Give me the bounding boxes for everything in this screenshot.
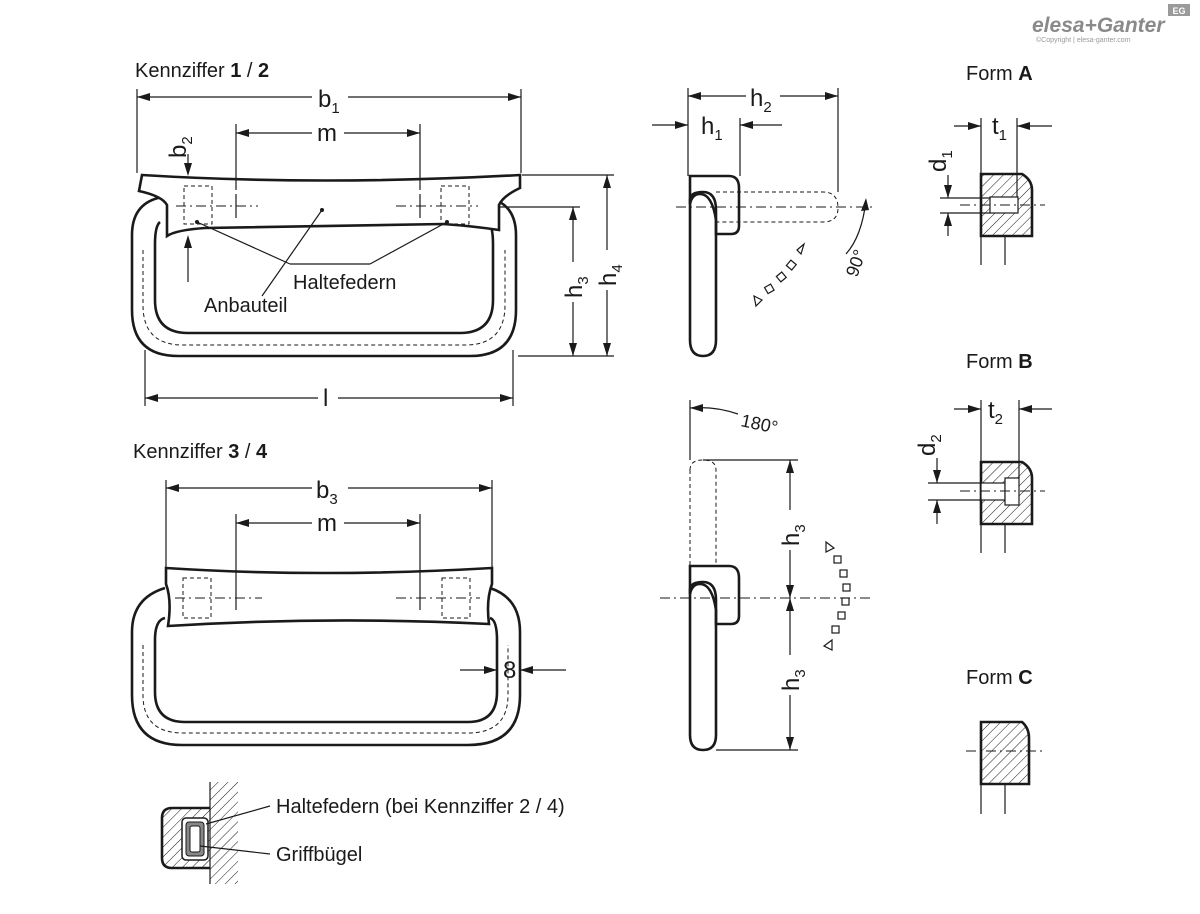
handle-center-line-2 (142, 645, 509, 734)
side-bail-2 (688, 580, 718, 752)
view-kennziffer-3-4: Kennziffer 3 / 4 b3 m 8 (130, 441, 566, 747)
title-kennziffer-3-4: Kennziffer 3 / 4 (133, 441, 268, 463)
handle-center-line (142, 250, 506, 346)
dim-l: l (323, 385, 328, 412)
form-c: Form C (966, 667, 1045, 814)
dim-b3: b3 (316, 477, 338, 508)
form-a: Form A t1 d1 (925, 63, 1052, 265)
form-c-title: Form C (966, 667, 1033, 689)
form-c-section (979, 720, 1031, 786)
side-view-180: 180° h3 h3 (660, 400, 872, 752)
dim-h2: h2 (750, 85, 772, 116)
spring-pocket-right (440, 185, 470, 225)
dim-h3-top: h3 (561, 276, 592, 298)
brand-name: elesa+Ganter (1032, 14, 1166, 37)
side-view-90: h2 h1 90° (652, 84, 872, 358)
label-griffbuegel: Griffbügel (276, 844, 362, 866)
dim-8: 8 (503, 657, 516, 684)
handle-bail-inner-2 (153, 616, 499, 724)
side-bail (688, 190, 718, 358)
dim-t2: t2 (988, 397, 1003, 428)
label-haltefedern: Haltefedern (293, 272, 396, 294)
brand-copyright: ©Copyright | elesa-ganter.com (1036, 36, 1131, 44)
angle-90: 90° (842, 247, 870, 279)
spring-pocket-left (183, 185, 213, 225)
angle-180: 180° (739, 410, 780, 437)
brand-badge-bg (1168, 4, 1190, 16)
label-haltefedern-note: Haltefedern (bei Kennziffer 2 / 4) (276, 796, 565, 818)
side-bail-up (689, 459, 717, 580)
view-kennziffer-1-2: Kennziffer 1 / 2 b1 m b (130, 60, 626, 412)
dim-t1: t1 (992, 113, 1007, 144)
dim-b2: b2 (165, 136, 196, 158)
dim-h3-side-lower: h3 (778, 669, 809, 691)
dim-h3-side-upper: h3 (778, 524, 809, 546)
wall-hatch (210, 782, 238, 884)
handle-bail-outer (130, 194, 518, 358)
label-anbauteil: Anbauteil (204, 295, 287, 317)
dim-h4: h4 (595, 264, 626, 286)
brand-logo: elesa+Ganter EG ©Copyright | elesa-gante… (1032, 4, 1190, 44)
handle-bail-inner (153, 220, 495, 335)
handle-bail-outer-2 (130, 586, 522, 747)
form-b-title: Form B (966, 351, 1033, 373)
dim-d2: d2 (914, 434, 945, 456)
handle-base (137, 173, 522, 239)
detail-section: Haltefedern (bei Kennziffer 2 / 4) Griff… (160, 782, 565, 884)
brand-badge: EG (1172, 6, 1185, 16)
dim-m-2: m (317, 510, 337, 537)
rotation-arrows-180 (822, 540, 851, 651)
form-b: Form B t2 d2 (914, 351, 1052, 553)
title-kennziffer-1-2: Kennziffer 1 / 2 (135, 60, 269, 82)
side-bail-rotated (716, 191, 839, 223)
handle-base-2 (164, 566, 494, 628)
dim-m: m (317, 120, 337, 147)
rotation-arrows-90 (753, 242, 806, 308)
dim-h1: h1 (701, 113, 723, 144)
form-a-title: Form A (966, 63, 1033, 85)
dim-d1: d1 (925, 150, 956, 172)
dim-b1: b1 (318, 86, 340, 117)
